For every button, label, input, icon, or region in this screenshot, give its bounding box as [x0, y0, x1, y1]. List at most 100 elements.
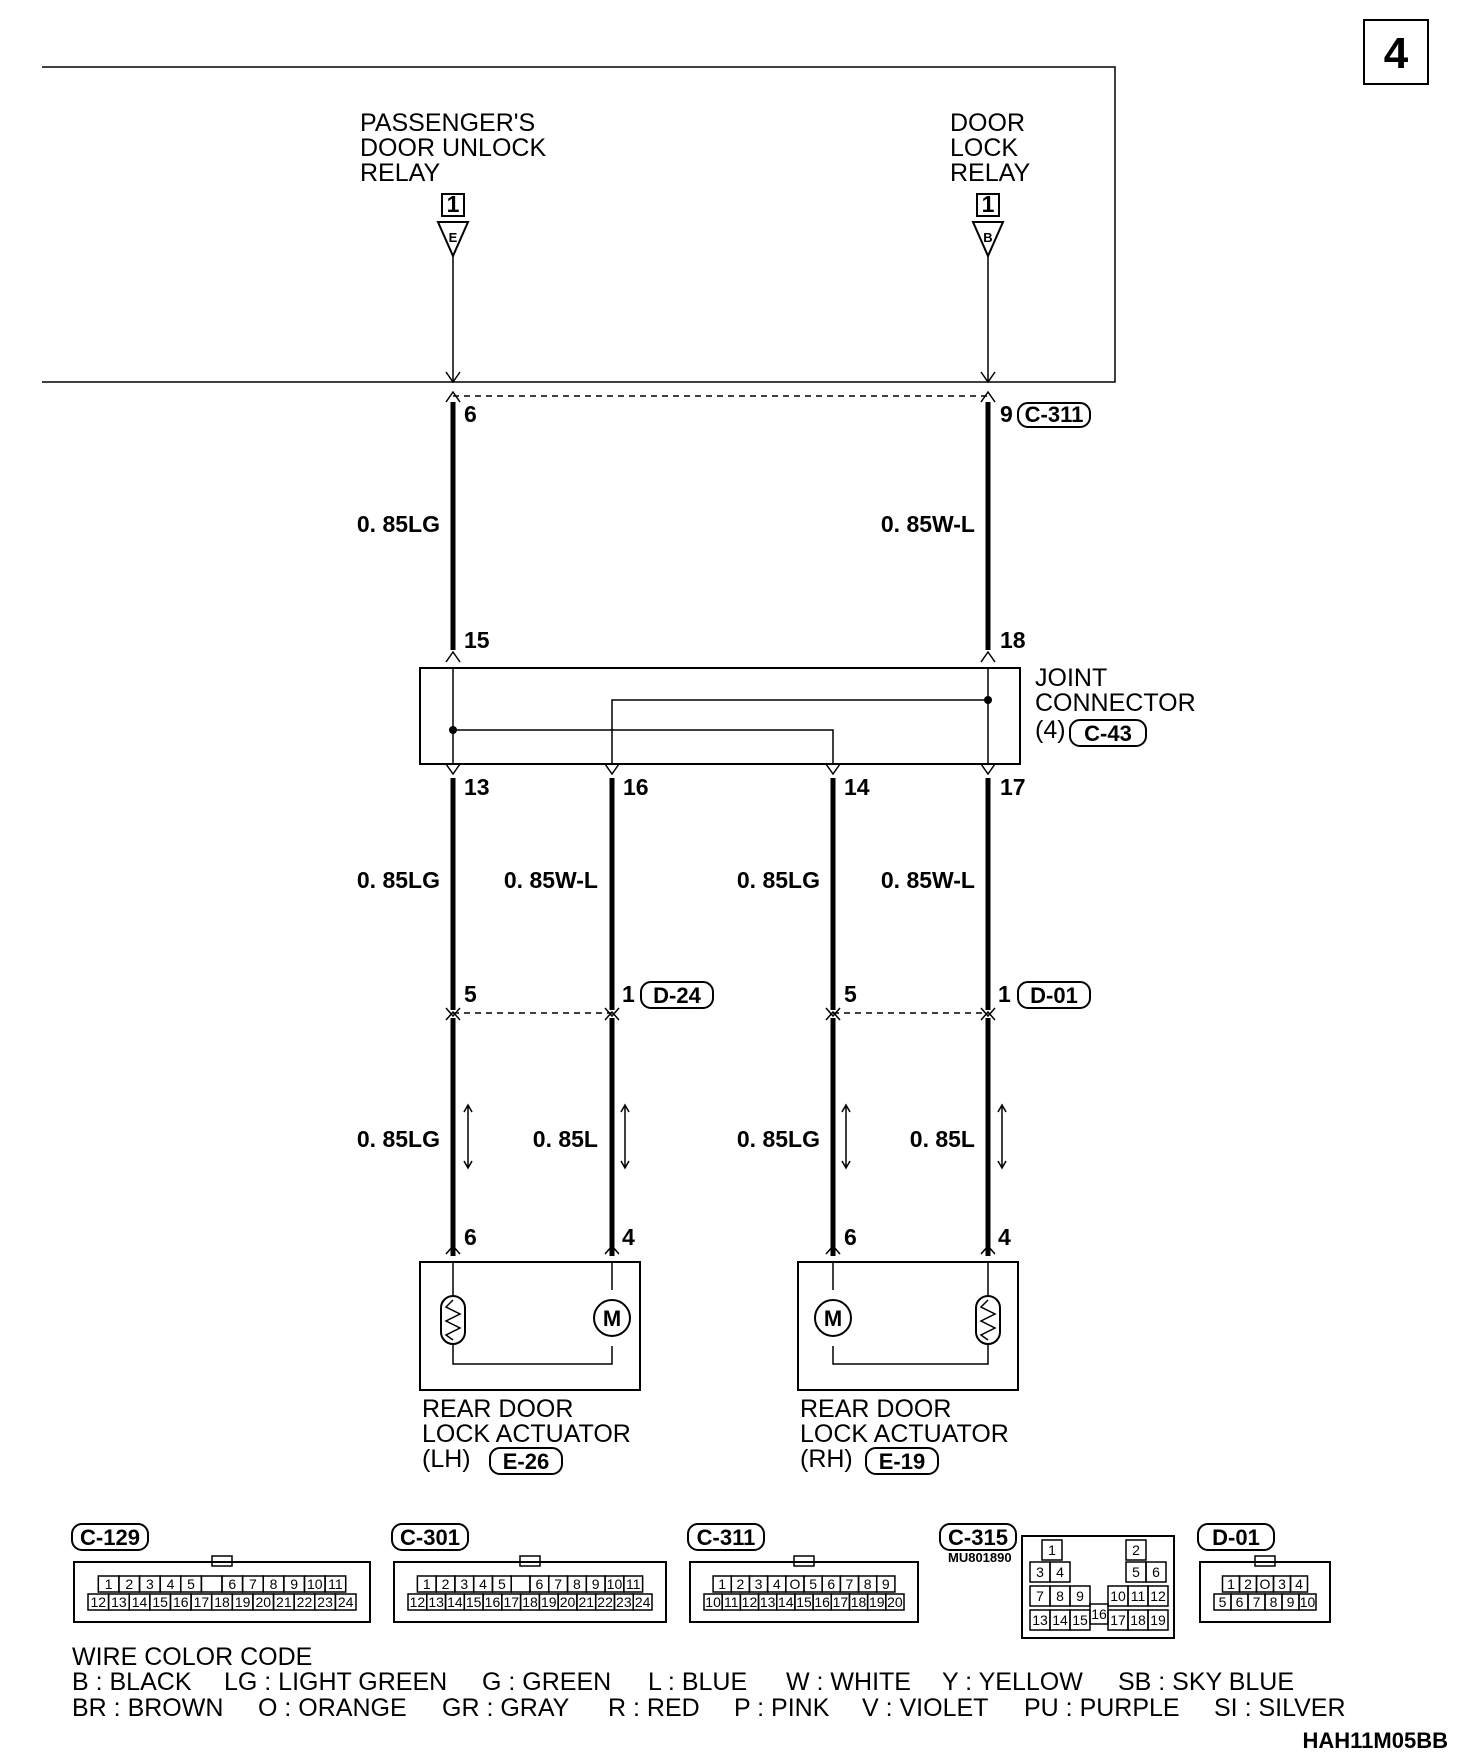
connector-view-tag-c315 — [939, 1523, 1017, 1551]
rear-rh-label-3: (RH) — [800, 1445, 853, 1473]
pin-cell-label: 23 — [616, 1594, 632, 1610]
pin-cell-label: 15 — [796, 1594, 812, 1610]
pin-cell — [632, 1593, 653, 1611]
svg-text:BR : BROWN: BR : BROWN — [72, 1694, 223, 1722]
pin-cell-label: 7 — [249, 1576, 257, 1592]
pin-cell-label: 1 — [105, 1576, 113, 1592]
jc-internal-13-14 — [453, 729, 834, 764]
pin-cell-label: 7 — [1036, 1588, 1044, 1604]
page-number: 4 — [1384, 29, 1409, 78]
pin-cell-label: 9 — [882, 1576, 890, 1592]
wire-label-bot-2: 0. 85L — [533, 1126, 598, 1152]
passenger-relay-label-1: PASSENGER'S — [360, 109, 535, 137]
connector-view-body-c301 — [393, 1561, 667, 1623]
pin-cell-label: 1 — [1227, 1576, 1235, 1592]
passenger-relay-ref: E — [449, 230, 458, 245]
footer-code: HAH11M05BB — [1303, 1728, 1449, 1753]
pin-cell-label: 24 — [635, 1594, 651, 1610]
chevron-icon — [445, 390, 461, 403]
wire-label-bot-1: 0. 85LG — [357, 1126, 440, 1152]
double-arrow-icons — [463, 1103, 1007, 1170]
pin-cell — [623, 1575, 644, 1593]
pin-cell-label: 24 — [338, 1594, 354, 1610]
pin-cell-label: 11 — [626, 1576, 641, 1592]
pin-cell-label: 3 — [146, 1576, 154, 1592]
connector-e19-tag — [865, 1447, 939, 1475]
pin-jc-17: 17 — [1000, 774, 1026, 800]
pin-cell-label: 5 — [498, 1576, 506, 1592]
chevron-icon — [980, 763, 996, 776]
pin-cell — [1289, 1575, 1309, 1593]
pin-lh-6: 6 — [464, 1224, 477, 1250]
door-lock-relay-label-1: DOOR — [950, 109, 1025, 137]
pin-cell-label: 19 — [541, 1594, 557, 1610]
connector-view-tag-c129 — [71, 1523, 149, 1551]
pin-cell-label: 4 — [479, 1576, 487, 1592]
connector-view-body-d01 — [1199, 1561, 1331, 1623]
pin-cell-label: 16 — [1091, 1606, 1107, 1622]
svg-text:SB : SKY BLUE: SB : SKY BLUE — [1118, 1668, 1294, 1696]
pin-cell-label: 3 — [1036, 1564, 1044, 1580]
switch-icon — [975, 1295, 1001, 1345]
pin-cell-label: 12 — [410, 1594, 426, 1610]
pin-cell-label: 18 — [522, 1594, 538, 1610]
pin-cell-label: 3 — [1278, 1576, 1286, 1592]
connector-e26-tag — [489, 1447, 563, 1475]
pin-cell-label: 5 — [809, 1576, 817, 1592]
pin-cell-label: 10 — [1300, 1594, 1316, 1610]
pin-cell-label: 12 — [91, 1594, 107, 1610]
connector-view-body-c129 — [73, 1561, 371, 1623]
connector-view-name-c311: C-311 — [697, 1525, 756, 1550]
pin-cell-label: 7 — [554, 1576, 562, 1592]
junction-dot — [984, 696, 992, 704]
connector-c311-name: C-311 — [1025, 402, 1084, 427]
rear-lh-label-3: (LH) — [422, 1445, 471, 1473]
svg-text:L : BLUE: L : BLUE — [648, 1668, 747, 1696]
wire-color-code-title: WIRE COLOR CODE — [72, 1643, 312, 1671]
pin-d24-1: 1 — [622, 981, 635, 1007]
pin-cell-label: 20 — [887, 1594, 903, 1610]
latch-icon — [211, 1555, 233, 1567]
pin-jc-13: 13 — [464, 774, 490, 800]
pin-cell-label: 14 — [447, 1594, 463, 1610]
motor-icon — [814, 1299, 852, 1337]
rear-rh-actuator-wiring — [832, 1262, 989, 1365]
pin-cell-label: 11 — [1131, 1588, 1146, 1604]
pin-cell — [875, 1575, 896, 1593]
pin-cell-label: 17 — [503, 1594, 519, 1610]
pin-cell-label: 9 — [1076, 1588, 1084, 1604]
pin-jc-14: 14 — [844, 774, 870, 800]
pin-cell — [200, 1575, 223, 1593]
pin-cell-label: 5 — [1219, 1594, 1227, 1610]
pin-cell-label: 22 — [597, 1594, 613, 1610]
connector-chevrons — [445, 1007, 996, 1021]
pin-cell-label: O — [1260, 1576, 1271, 1592]
pin-cell-label: 1 — [423, 1576, 431, 1592]
chevron-icon — [980, 390, 996, 403]
pin-cell — [510, 1575, 531, 1593]
connector-view-body-c315 — [1021, 1535, 1175, 1639]
pin-cell-label: 7 — [1253, 1594, 1261, 1610]
wire-label-mid-2: 0. 85W-L — [504, 867, 598, 893]
svg-text:PU : PURPLE: PU : PURPLE — [1024, 1694, 1180, 1722]
chevron-icon — [604, 763, 620, 776]
connector-view-body-c311 — [689, 1561, 919, 1623]
connector-d01-name: D-01 — [1030, 983, 1078, 1008]
pin-cell-label: 2 — [1132, 1542, 1140, 1558]
svg-text:GR : GRAY: GR : GRAY — [442, 1694, 570, 1722]
joint-connector-label-2: CONNECTOR — [1035, 689, 1196, 717]
pin-jc-15: 15 — [464, 627, 490, 653]
pin-rh-4: 4 — [998, 1224, 1011, 1250]
door-lock-relay-terminal-icon — [971, 221, 1005, 259]
junction-dot — [449, 726, 457, 734]
connector-d24-name: D-24 — [653, 983, 701, 1008]
pin-cell-label: 9 — [1287, 1594, 1295, 1610]
pin-d01-5: 5 — [844, 981, 857, 1007]
door-lock-relay-pin-box — [976, 193, 1000, 217]
door-lock-relay-label-2: LOCK — [950, 134, 1018, 162]
wire-label-mid-3: 0. 85LG — [737, 867, 820, 893]
pin-cell-label: 15 — [466, 1594, 482, 1610]
pin-cell-label: 1 — [718, 1576, 726, 1592]
chevron-icon — [980, 371, 996, 384]
pin-c311-9: 9 — [1000, 401, 1013, 427]
